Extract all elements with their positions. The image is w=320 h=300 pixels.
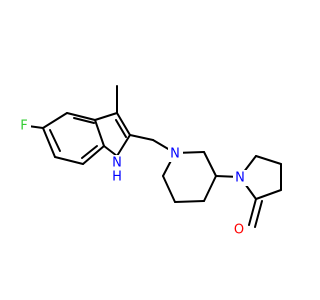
bond	[203, 151, 217, 177]
bond	[115, 119, 127, 138]
bond	[203, 175, 217, 202]
label-bg	[231, 222, 247, 238]
molecule-drawing: F N H N N O	[17, 85, 282, 238]
bond	[103, 145, 118, 157]
bond	[255, 155, 282, 165]
structure-canvas: F N H N N O	[17, 85, 282, 238]
label-bg	[17, 118, 31, 134]
bond	[129, 134, 154, 141]
atom-labels: F N H N N O	[20, 119, 245, 238]
bond	[94, 119, 105, 147]
label-backgrounds	[17, 118, 248, 238]
indole-nh-hydrogen-label: H	[112, 170, 122, 185]
bond	[162, 175, 176, 203]
carbonyl-oxygen-label: O	[234, 223, 244, 238]
piperidine-nitrogen-label: N	[170, 147, 180, 162]
bond	[66, 112, 96, 121]
label-bg	[168, 146, 183, 162]
label-bg	[109, 155, 125, 185]
bond	[73, 117, 95, 124]
bond	[82, 145, 105, 165]
bond	[54, 156, 84, 165]
label-bg	[233, 170, 248, 186]
bond	[174, 200, 205, 203]
bond	[81, 145, 98, 159]
bond	[42, 112, 68, 129]
bond	[116, 134, 131, 157]
bond	[49, 129, 61, 152]
pyrrolidinone-nitrogen-label: N	[235, 171, 245, 186]
bond	[42, 127, 56, 158]
bond	[94, 112, 118, 121]
bond	[254, 200, 263, 228]
bond	[248, 198, 257, 226]
fluorine-atom-label: F	[20, 119, 27, 134]
bonds	[27, 85, 282, 228]
bond	[116, 112, 131, 136]
indole-nitrogen-label: N	[112, 156, 122, 171]
bond	[255, 189, 282, 200]
